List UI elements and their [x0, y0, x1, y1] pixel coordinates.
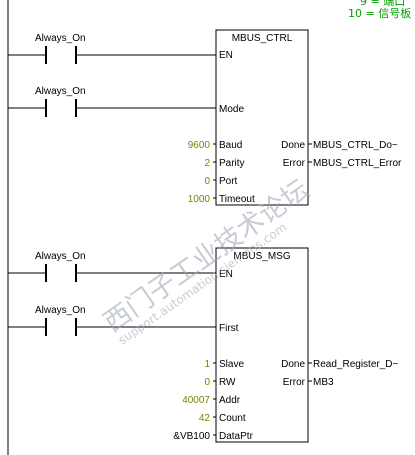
- pin-label: Timeout: [219, 194, 255, 205]
- param-value[interactable]: 0: [204, 176, 210, 187]
- mbus-ctrl-block[interactable]: [215, 29, 309, 206]
- rung-n2-en[interactable]: [8, 264, 216, 282]
- param-value[interactable]: 0: [204, 377, 210, 388]
- output-variable[interactable]: MB3: [313, 377, 334, 388]
- pin-label: Parity: [219, 158, 245, 169]
- pin-label: First: [219, 323, 239, 334]
- output-variable[interactable]: MBUS_CTRL_Do~: [313, 140, 398, 151]
- rung-n2-first[interactable]: [8, 318, 216, 336]
- contact-label: Always_On: [35, 86, 86, 97]
- pin-label: DataPtr: [219, 431, 254, 442]
- param-value[interactable]: 2: [204, 158, 210, 169]
- pin-label: Error: [283, 158, 306, 169]
- block-title: MBUS_MSG: [233, 251, 290, 262]
- pin-label: Done: [281, 359, 305, 370]
- rung-n1-mode[interactable]: [8, 99, 216, 117]
- pin-label: Count: [219, 413, 246, 424]
- pin-label: Addr: [219, 395, 241, 406]
- contact-label: Always_On: [35, 305, 86, 316]
- pin-label: RW: [219, 377, 236, 388]
- mbus-msg-block[interactable]: [215, 247, 309, 443]
- rung-n1-en[interactable]: [8, 46, 216, 64]
- output-variable[interactable]: Read_Register_D~: [313, 359, 398, 370]
- pin-label: EN: [219, 50, 233, 61]
- pin-label: EN: [219, 269, 233, 280]
- pin-label: Done: [281, 140, 305, 151]
- pin-label: Slave: [219, 359, 244, 370]
- contact-label: Always_On: [35, 251, 86, 262]
- param-value[interactable]: &VB100: [173, 431, 210, 442]
- param-value[interactable]: 9600: [188, 140, 211, 151]
- pin-label: Baud: [219, 140, 242, 151]
- comment-port-line: 9 = 端口: [360, 0, 405, 8]
- comment-signal-board-line: 10 = 信号板: [348, 6, 411, 20]
- pin-label: Port: [219, 176, 238, 187]
- output-variable[interactable]: MBUS_CTRL_Error: [313, 158, 402, 169]
- param-value[interactable]: 42: [199, 413, 211, 424]
- param-value[interactable]: 1: [204, 359, 210, 370]
- param-value[interactable]: 1000: [188, 194, 211, 205]
- contact-label: Always_On: [35, 33, 86, 44]
- pin-label: Mode: [219, 104, 244, 115]
- block-title: MBUS_CTRL: [232, 33, 293, 44]
- param-value[interactable]: 40007: [182, 395, 210, 406]
- pin-label: Error: [283, 377, 306, 388]
